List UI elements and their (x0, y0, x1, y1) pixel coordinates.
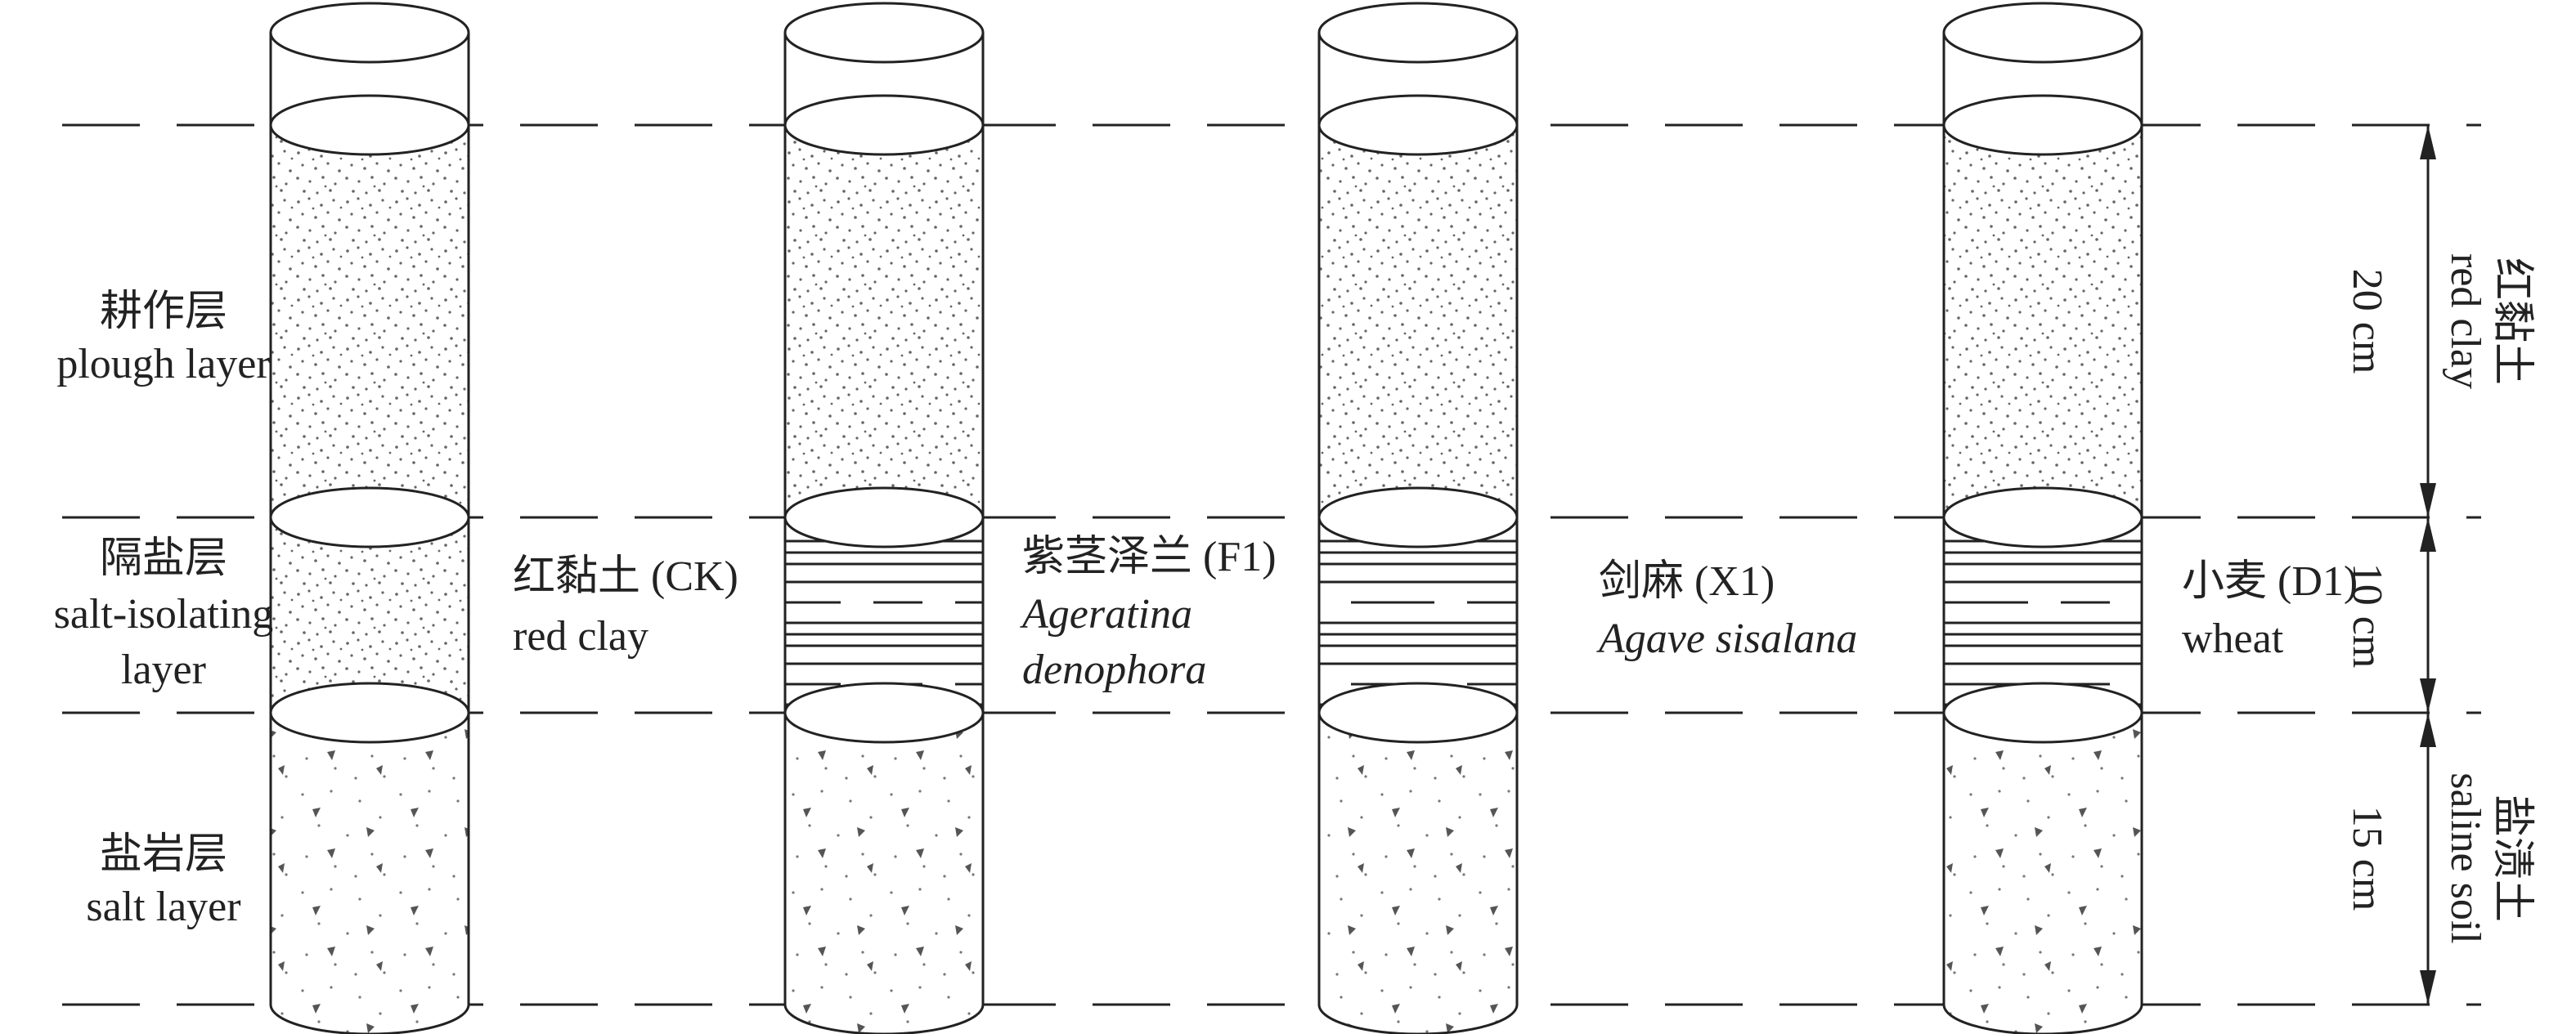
column-ellipse (1317, 94, 1519, 156)
treatment-f1-en-2: denophora (1022, 647, 1206, 693)
column-ellipse (269, 486, 470, 548)
plough-layer-fill (1944, 125, 2142, 517)
column-ellipse (783, 2, 985, 64)
red-clay-label-cn: 红黏土 (2488, 257, 2535, 385)
treatment-f1-cn: 紫茎泽兰 (F1) (1022, 534, 1277, 580)
soil-column-4 (1942, 2, 2143, 1034)
treatment-d1-cn: 小麦 (D1) (2182, 558, 2358, 605)
treatment-x1-cn: 剑麻 (X1) (1599, 558, 1775, 605)
red-clay-label-en: red clay (2442, 253, 2488, 389)
dimension-10cm: 10 cm (2344, 563, 2390, 669)
column-ellipse (1942, 682, 2143, 744)
salt-layer-fill (269, 711, 470, 1034)
salt-layer-fill (1942, 711, 2143, 1034)
treatment-d1-en: wheat (2182, 615, 2284, 662)
column-ellipse (1317, 486, 1519, 548)
saline-soil-label-cn: 盐渍土 (2488, 795, 2535, 922)
treatment-ck-en: red clay (513, 613, 648, 660)
isolating-layer-label-cn: 隔盐层 (100, 535, 227, 582)
plough-layer-label-en: plough layer (56, 341, 270, 387)
plough-layer-fill (271, 125, 469, 517)
treatment-x1-en: Agave sisalana (1596, 615, 1857, 662)
arrowhead-icon (2420, 125, 2436, 159)
soil-column-3 (1317, 2, 1519, 1034)
isolating-layer-fill (1944, 517, 2142, 713)
isolating-layer-label-en: salt-isolating (54, 591, 274, 638)
arrowhead-icon (2420, 970, 2436, 1005)
column-ellipse (1317, 2, 1519, 64)
saline-soil-label-en: saline soil (2442, 772, 2488, 943)
treatment-f1-en: Ageratina (1020, 591, 1192, 638)
column-ellipse (1942, 486, 2143, 548)
column-ellipse (269, 682, 470, 744)
isolating-layer-fill (785, 517, 983, 713)
plough-layer-label-cn: 耕作层 (100, 289, 227, 335)
arrowhead-icon (2420, 678, 2436, 713)
plough-layer-fill (1319, 125, 1517, 517)
soil-column-2 (783, 2, 985, 1034)
soil-column-1 (269, 2, 470, 1034)
isolating-layer-label-en-2: layer (121, 647, 206, 693)
treatment-ck-cn: 红黏土 (CK) (513, 553, 738, 600)
column-ellipse (1317, 682, 1519, 744)
plough-layer-fill (785, 125, 983, 517)
isolating-layer-fill (271, 517, 469, 713)
dimension-20cm: 20 cm (2344, 269, 2390, 374)
salt-layer-label-en: salt layer (86, 884, 240, 930)
column-ellipse (783, 682, 985, 744)
arrowhead-icon (2420, 517, 2436, 552)
column-ellipse (269, 94, 470, 156)
column-ellipse (783, 486, 985, 548)
column-ellipse (783, 94, 985, 156)
salt-layer-fill (783, 711, 985, 1034)
salt-layer-label-cn: 盐岩层 (100, 831, 227, 878)
column-ellipse (269, 2, 470, 64)
column-ellipse (1942, 2, 2143, 64)
isolating-layer-fill (1319, 517, 1517, 713)
column-ellipse (1942, 94, 2143, 156)
dimension-15cm: 15 cm (2344, 806, 2390, 911)
salt-layer-fill (1317, 711, 1519, 1034)
arrowhead-icon (2420, 483, 2436, 517)
arrowhead-icon (2420, 713, 2436, 747)
